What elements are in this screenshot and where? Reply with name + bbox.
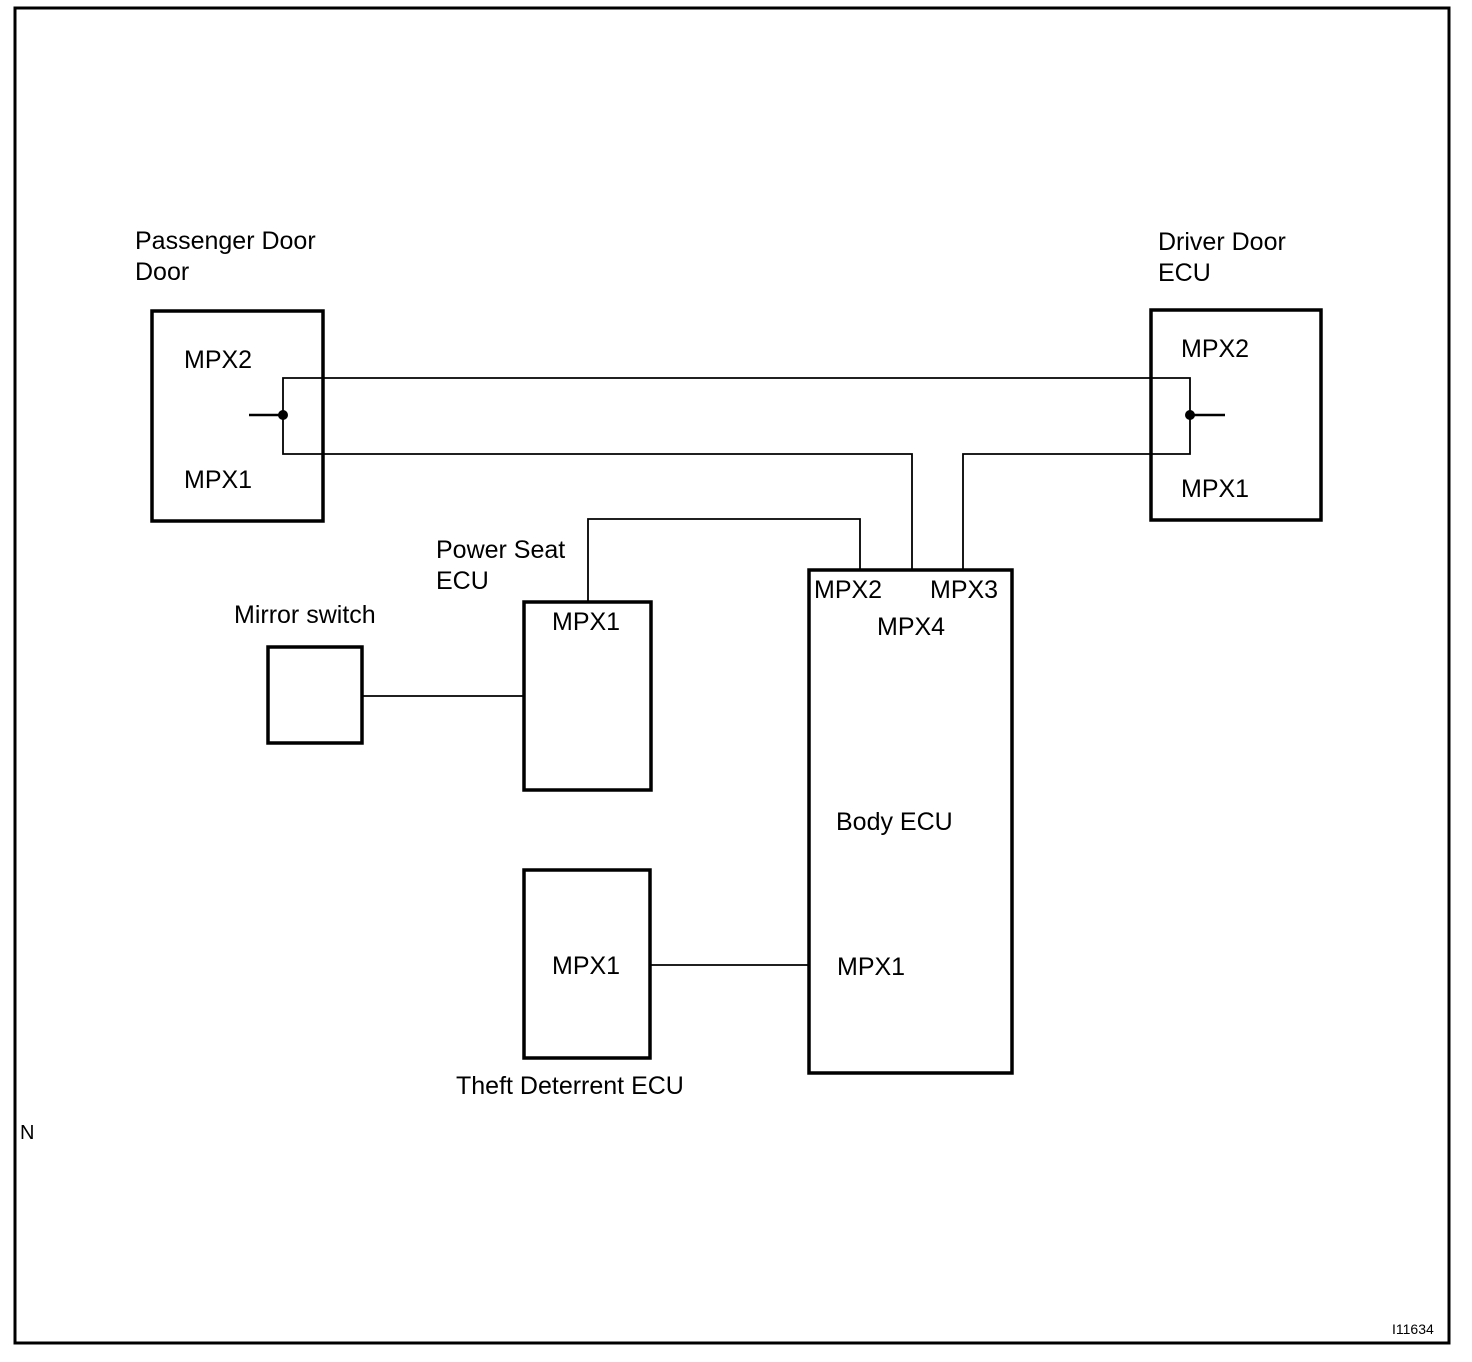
power-seat-port-mpx1: MPX1	[552, 608, 620, 636]
driver-door-label-line1: Driver Door	[1158, 228, 1286, 256]
passenger-door-port-mpx1: MPX1	[184, 466, 252, 494]
theft-deterrent-label: Theft Deterrent ECU	[456, 1072, 684, 1100]
theft-deterrent-ecu-unit: MPX1 Theft Deterrent ECU	[456, 868, 684, 1100]
theft-deterrent-port-mpx1: MPX1	[552, 952, 620, 980]
power-seat-ecu-box	[522, 600, 653, 792]
body-ecu-port-mpx1: MPX1	[837, 953, 905, 981]
passenger-door-junction-dot	[278, 410, 288, 420]
body-ecu-box	[807, 568, 1014, 1075]
wire-passenger-body-mpx4	[282, 415, 913, 570]
driver-door-label-line2: ECU	[1158, 259, 1211, 287]
wire-driver-body-mpx3	[962, 415, 1191, 570]
passenger-door-label-line1: Passenger Door	[135, 227, 316, 255]
body-ecu-label: Body ECU	[836, 808, 953, 836]
passenger-door-box	[150, 309, 325, 523]
power-seat-label-line2: ECU	[436, 567, 489, 595]
outer-frame	[13, 6, 1451, 1345]
mirror-switch-box	[266, 645, 364, 745]
wire-mpx2-passenger-driver	[282, 377, 1191, 415]
body-ecu-port-mpx3: MPX3	[930, 576, 998, 604]
wires	[282, 377, 1191, 966]
driver-door-unit: Driver Door ECU MPX2 MPX1	[1149, 228, 1323, 522]
mirror-switch-label: Mirror switch	[234, 601, 376, 629]
passenger-door-port-mpx2: MPX2	[184, 346, 252, 374]
mirror-switch-unit: Mirror switch	[234, 601, 376, 745]
figure-id: I11634	[1392, 1321, 1434, 1337]
corner-mark: N	[20, 1122, 34, 1144]
driver-door-box	[1149, 308, 1323, 522]
passenger-door-label-line2: Door	[135, 258, 189, 286]
driver-door-port-mpx1: MPX1	[1181, 475, 1249, 503]
body-ecu-port-mpx2: MPX2	[814, 576, 882, 604]
driver-door-junction-dot	[1185, 410, 1195, 420]
power-seat-label-line1: Power Seat	[436, 536, 565, 564]
wire-powerseat-body-mpx2	[587, 518, 861, 602]
power-seat-ecu-unit: Power Seat ECU MPX1	[436, 536, 653, 792]
body-ecu-port-mpx4: MPX4	[877, 613, 945, 641]
theft-deterrent-ecu-box	[522, 868, 652, 1060]
driver-door-port-mpx2: MPX2	[1181, 335, 1249, 363]
body-ecu-unit: MPX2 MPX3 MPX4 Body ECU MPX1	[807, 568, 1014, 1075]
passenger-door-unit: Passenger Door Door MPX2 MPX1	[135, 227, 325, 523]
